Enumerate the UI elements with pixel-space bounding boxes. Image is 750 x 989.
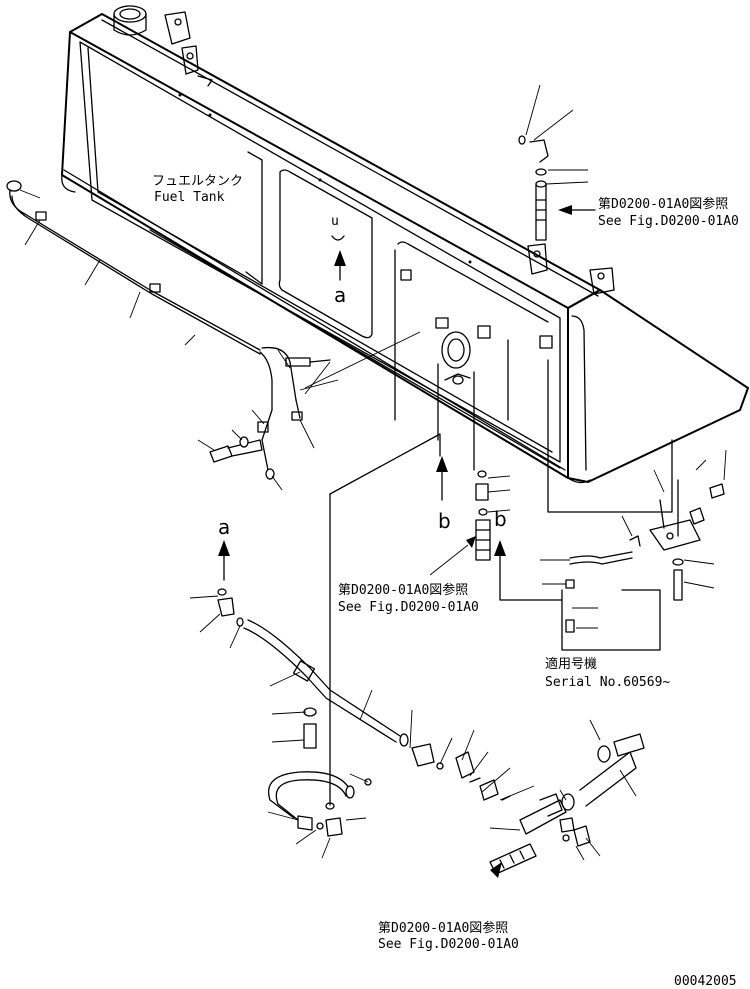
ref3-label-en: See Fig.D0200-01A0 — [378, 937, 519, 952]
serial-label-en: Serial No.60569~ — [545, 675, 670, 690]
marker-a-tank: a — [334, 250, 346, 307]
ref2-label-jp: 第D0200-01A0図参照 — [338, 582, 468, 598]
ref1-label-en: See Fig.D0200-01A0 — [598, 214, 739, 229]
marker-a-tank-label: a — [334, 283, 346, 307]
fuel-tank-label-en: Fuel Tank — [154, 190, 225, 205]
drawing-number: 00042005 — [674, 974, 737, 989]
upper-right-fittings — [518, 84, 596, 241]
fuel-tank-label-jp: フュエルタンク — [152, 174, 243, 189]
ref2-label-en: See Fig.D0200-01A0 — [338, 600, 479, 615]
wire-harness — [6, 180, 331, 480]
ref1-label-jp: 第D0200-01A0図参照 — [598, 196, 728, 212]
right-bracket-group — [540, 449, 727, 651]
marker-b-right-label: b — [494, 507, 507, 531]
svg-text:u: u — [331, 214, 339, 229]
marker-a-lower-label: a — [218, 515, 230, 539]
harness-leaders — [19, 189, 421, 491]
ref3-label-jp: 第D0200-01A0図参照 — [378, 920, 508, 936]
fuel-tank: u — [61, 5, 749, 484]
lower-piping — [189, 540, 645, 878]
marker-b-left-label: b — [438, 509, 451, 533]
serial-label-jp: 適用号機 — [545, 656, 597, 672]
drain-fittings — [329, 339, 673, 806]
